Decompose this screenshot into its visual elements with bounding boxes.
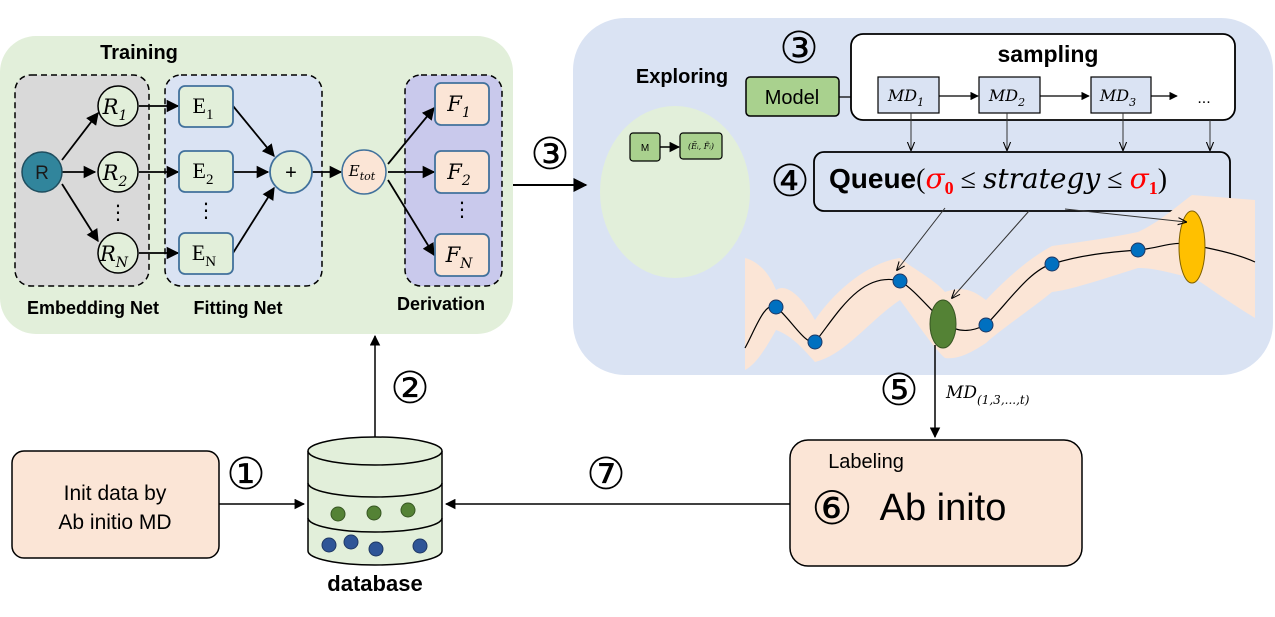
md-item-3: MD3 [1090,76,1152,114]
r-nodes-ellipsis: ⋮ [108,202,128,224]
sample-point [978,317,994,333]
e-node-2: E2 [178,150,234,193]
r-node-n: RN [97,232,139,274]
derivation-label: Derivation [397,294,485,314]
f-node-n: FN [434,233,490,277]
svg-text:F1: F1 [446,92,471,121]
mini-explore-region [600,106,750,278]
svg-text:MD1: MD1 [887,86,924,109]
sample-point [768,299,784,315]
step-7: ⑦ [586,450,625,499]
svg-text:R2: R2 [102,161,128,190]
step-2: ② [390,364,429,413]
svg-text:E1: E1 [193,93,214,123]
f-node-2: F2 [434,150,490,194]
svg-text:FN: FN [445,243,474,272]
model-label: Model [765,87,819,109]
sample-point [1044,256,1060,272]
svg-text:F2: F2 [446,160,471,189]
labeling-main: Ab inito [880,487,1007,529]
e-node-n: EN [178,232,234,275]
r-node-1: R1 [97,85,139,127]
root-node-r [21,151,63,193]
sum-symbol: + [285,162,297,184]
init-data-line2: Ab initio MD [58,511,171,534]
step-6: ⑥ [811,482,852,534]
md-item-1: MD1 [877,76,940,114]
labeling-title: Labeling [828,451,904,473]
queue-expression: Queue(σ0 ≤ strategy ≤ σ1) [829,162,1167,198]
e-node-1: E1 [178,85,234,128]
exploring-title: Exploring [636,66,728,88]
root-node-label: R [35,163,49,184]
r-node-2: R2 [97,151,139,193]
f-node-1: F1 [434,82,490,126]
step-5: ⑤ [879,366,918,415]
svg-text:Etot: Etot [348,162,376,183]
step-3-top: ③ [779,24,818,73]
step-1: ① [226,450,265,499]
svg-text:EN: EN [192,240,216,270]
sample-point [1130,242,1146,258]
mini-output-box [679,132,723,160]
step-4: ④ [770,157,809,206]
etot-node: Etot [341,149,387,195]
embedding-net-label: Embedding Net [27,298,159,318]
energy-landscape-curve [744,242,1256,349]
training-title: Training [100,42,178,64]
selected-sample-green [929,299,957,349]
mini-output-label: (Ẽᵢ, F̃ᵢ) [688,142,714,151]
fitting-net-label: Fitting Net [194,298,283,318]
sampling-title: sampling [998,41,1099,67]
md-ellipsis: ... [1197,90,1210,107]
md-item-2: MD2 [978,76,1041,114]
md-selected-label: MD(1,3,...,t) [945,383,1030,407]
sum-node [269,150,313,194]
svg-text:MD2: MD2 [988,86,1025,109]
svg-text:MD3: MD3 [1099,86,1136,109]
step-3-mid: ③ [530,130,569,179]
svg-text:E2: E2 [193,158,214,188]
queue-box [813,151,1231,212]
e-nodes-ellipsis: ⋮ [196,200,216,222]
f-nodes-ellipsis: ⋮ [452,199,472,221]
database-label: database [327,571,422,596]
svg-text:R1: R1 [102,95,128,124]
mini-model-label: M [641,143,649,154]
selected-sample-yellow [1178,210,1206,284]
sample-point [892,273,908,289]
uncertainty-band [745,195,1255,370]
sample-point [807,334,823,350]
init-data-line1: Init data by [64,482,167,505]
labeling-box [789,439,1083,567]
database-cylinder [307,436,443,566]
svg-text:RN: RN [99,242,129,271]
